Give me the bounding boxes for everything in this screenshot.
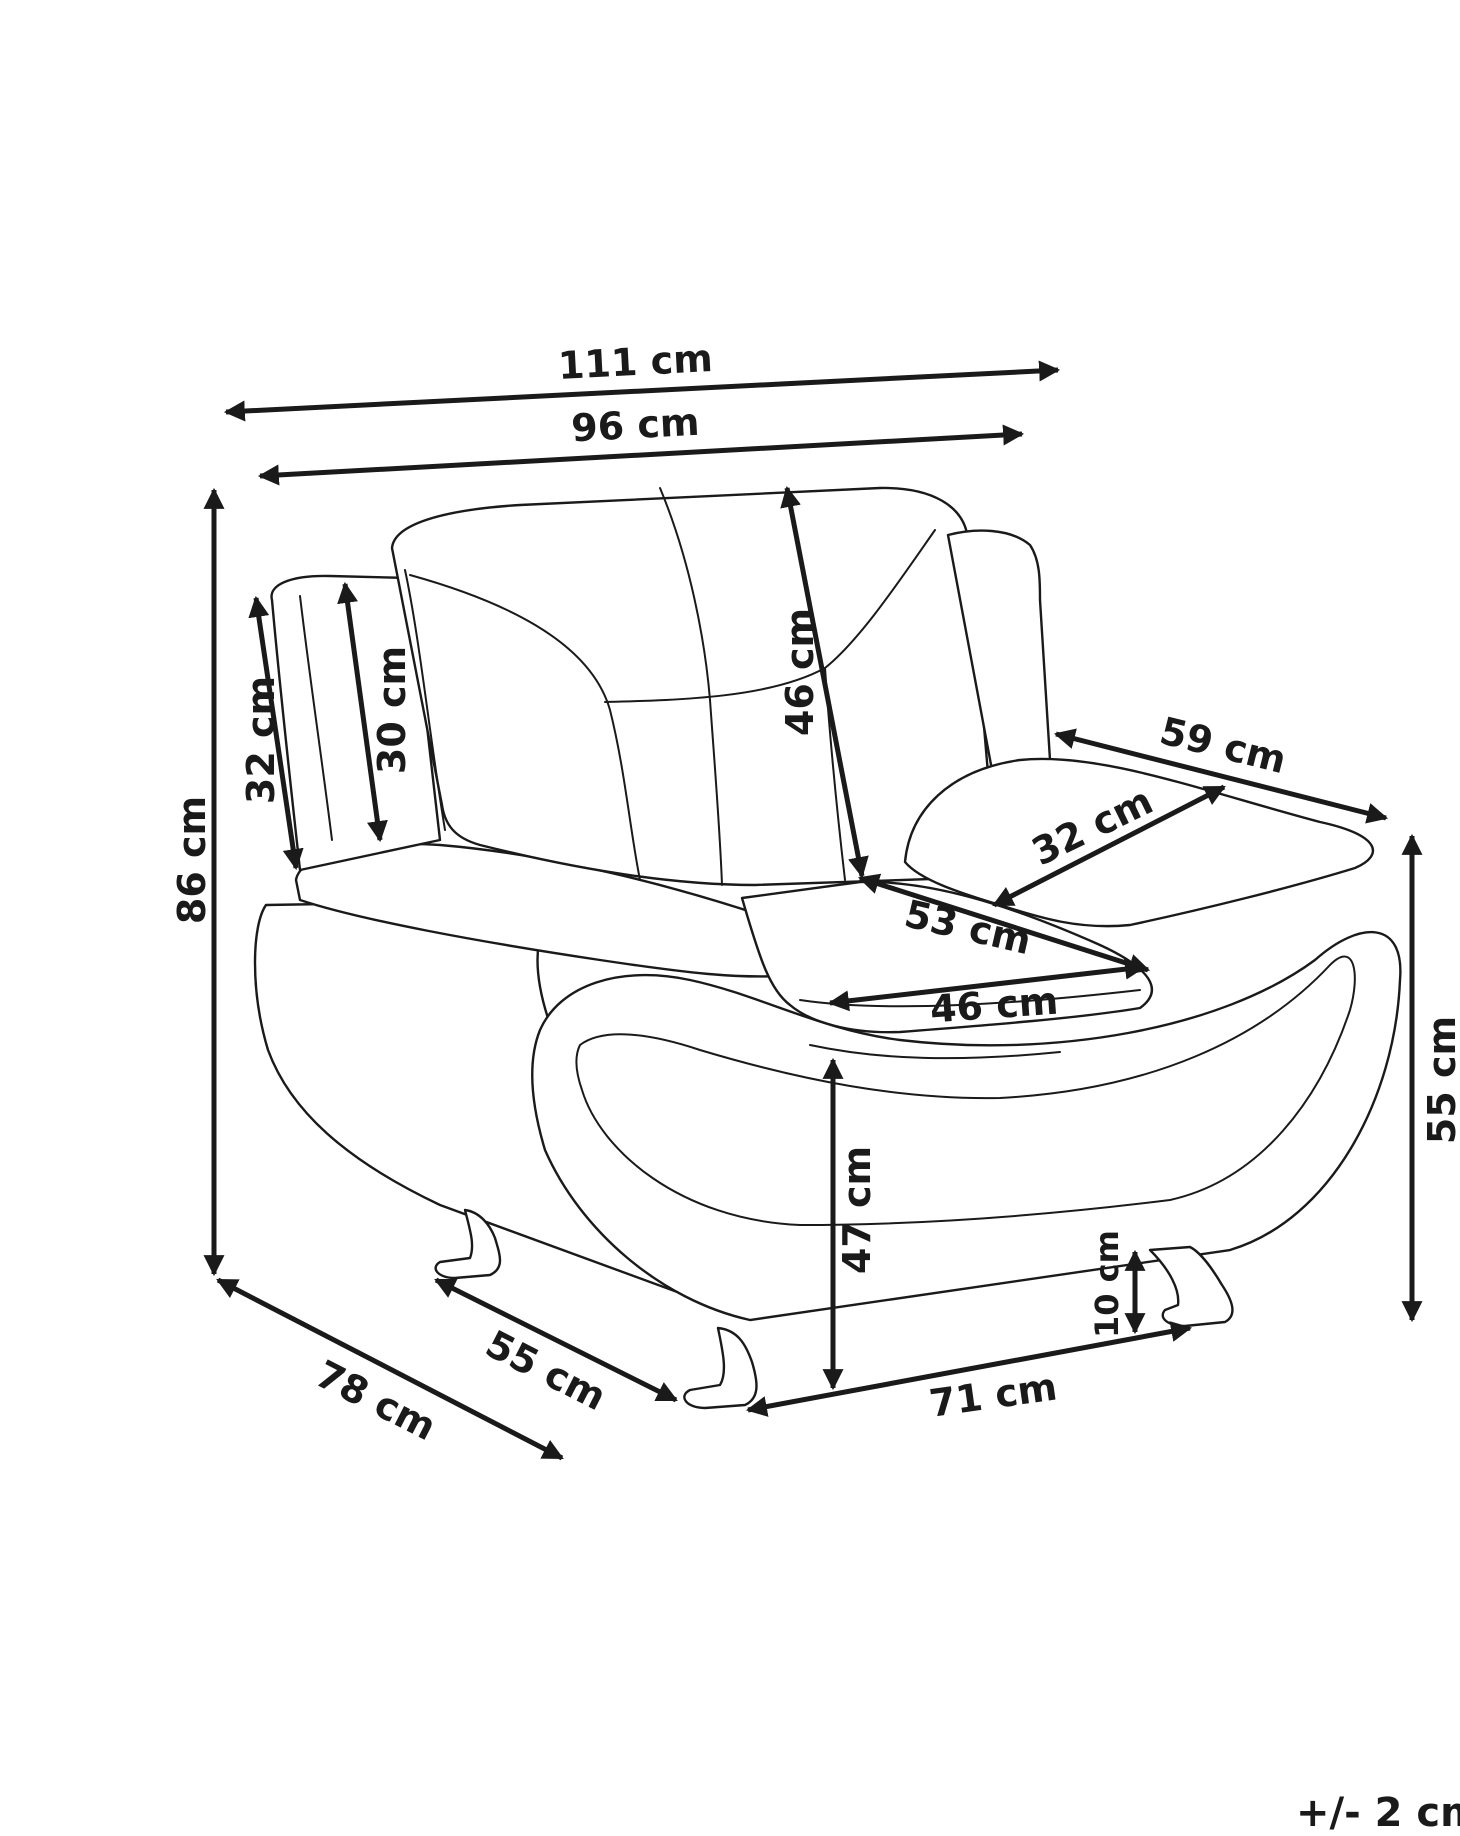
- dim-line-arm-height-outer: [248, 595, 304, 871]
- backrest-cushion-left: [409, 574, 641, 881]
- dim-line-arm-length: [1053, 728, 1389, 824]
- label-leg-height: 10 cm: [1088, 1230, 1126, 1338]
- dim-line-base-depth: [434, 1277, 678, 1403]
- backrest: [390, 486, 997, 887]
- front-right-leg: [1148, 1245, 1234, 1328]
- label-seat-width: 46 cm: [929, 979, 1060, 1032]
- label-arm-height-outer: 32 cm: [239, 676, 283, 804]
- label-back-height: 46 cm: [778, 608, 822, 736]
- right-arm-back: [946, 529, 1052, 772]
- dim-line-arm-height-inner: [337, 581, 388, 843]
- label-inner-width: 96 cm: [570, 400, 700, 451]
- dim-line-back-height: [780, 485, 869, 879]
- back-left-leg: [434, 1208, 502, 1280]
- label-overall-height: 86 cm: [170, 796, 214, 924]
- backrest-seam-vertical: [659, 487, 723, 886]
- label-overall-depth: 78 cm: [309, 1352, 443, 1449]
- label-arm-height-inner: 30 cm: [370, 646, 414, 774]
- right-arm-front: [531, 930, 1402, 1322]
- label-arm-top-height: 55 cm: [1420, 1016, 1460, 1144]
- label-arm-length: 59 cm: [1156, 709, 1291, 783]
- label-overall-width: 111 cm: [557, 336, 714, 388]
- tolerance-note: +/- 2 cm: [1296, 1790, 1460, 1836]
- backrest-inner-edge: [404, 569, 446, 831]
- armchair-drawing: [253, 486, 1402, 1410]
- dim-line-base-width: [745, 1321, 1193, 1417]
- front-left-leg: [683, 1326, 758, 1410]
- label-seat-height: 47 cm: [835, 1146, 879, 1274]
- dim-line-inner-width: [257, 424, 1025, 486]
- dim-line-seat-width: [827, 958, 1147, 1012]
- dim-line-seat-depth: [857, 873, 1151, 975]
- dimension-lines: [203, 360, 1423, 1461]
- dim-line-overall-depth: [216, 1277, 564, 1461]
- dim-line-overall-width: [223, 360, 1061, 422]
